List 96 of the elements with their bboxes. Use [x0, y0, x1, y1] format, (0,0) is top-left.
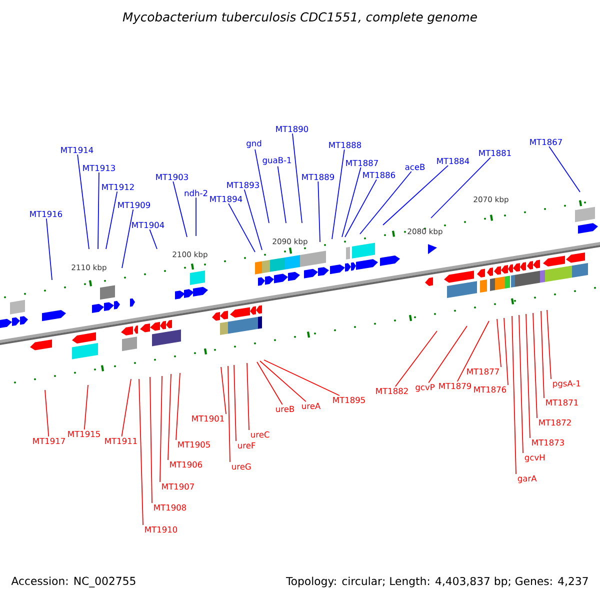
gene-label: garA	[518, 475, 537, 484]
leader-line	[150, 376, 152, 504]
gene-label: MT1867	[530, 138, 562, 146]
gene-label: MT1916	[30, 210, 62, 218]
leader-line	[220, 366, 226, 414]
leader-line	[540, 310, 544, 398]
gene-label: MT1907	[162, 483, 194, 490]
gene-label: MT1909	[118, 202, 150, 208]
leader-line	[428, 326, 468, 384]
gene-label: MT1894	[210, 196, 242, 202]
gene-label: MT1893	[227, 182, 259, 188]
gene-label: MT1877	[467, 368, 499, 375]
leader-line	[264, 360, 340, 396]
gene-label: MT1917	[33, 438, 65, 444]
leader-line	[292, 133, 302, 224]
gene-label: MT1904	[132, 222, 164, 228]
leader-line	[532, 312, 538, 418]
gene-label: MT1912	[102, 184, 134, 190]
leader-line	[430, 157, 491, 218]
leader-line	[176, 372, 180, 440]
gene-label: MT1873	[532, 439, 564, 446]
title: Mycobacterium tuberculosis CDC1551, complete genome	[122, 12, 477, 24]
leader-line	[228, 203, 256, 252]
gene-label: MT1901	[192, 415, 224, 422]
gene-label: ureB	[276, 406, 294, 412]
gene-label: ureG	[232, 463, 251, 470]
gene-label: MT1871	[546, 399, 578, 406]
leader-line	[149, 229, 158, 250]
leader-line	[246, 362, 250, 430]
leader-line	[456, 320, 490, 382]
gene-label: MT1915	[68, 430, 100, 438]
gene-label: MT1913	[83, 164, 115, 172]
gene-label: MT1903	[156, 174, 188, 180]
leader-line	[548, 146, 580, 192]
leader-line	[77, 154, 90, 250]
leader-line	[496, 318, 502, 368]
leader-line	[84, 384, 88, 430]
gene-label: MT1890	[276, 126, 308, 132]
leader-line	[160, 376, 162, 482]
leader-line	[526, 314, 530, 438]
gene-label: guaB-1	[262, 157, 291, 165]
gene-label: MT1908	[154, 504, 186, 511]
leader-line	[172, 181, 188, 238]
leader-line	[512, 316, 516, 474]
leader-line	[168, 374, 172, 460]
gene-label: pgsA-1	[553, 380, 580, 388]
leader-line	[138, 378, 144, 526]
gene-label: gcvP	[416, 384, 435, 392]
gene-label: MT1911	[105, 438, 137, 444]
leader-line	[344, 179, 377, 238]
leader-line	[504, 318, 508, 386]
gene-label: gnd	[246, 140, 262, 148]
leader-line	[342, 167, 362, 238]
gene-label: ureA	[302, 402, 321, 410]
gene-label: MT1879	[439, 382, 472, 390]
gene-label: ndh-2	[184, 190, 208, 196]
footer-text: Accession: NC_002755	[11, 576, 136, 588]
gene-label: gcvH	[524, 454, 544, 462]
leader-line	[546, 310, 552, 380]
leader-line	[44, 390, 50, 437]
gene-label: MT1895	[333, 396, 365, 404]
gene-label: MT1888	[329, 142, 362, 148]
gene-label: MT1872	[539, 419, 571, 426]
leader-line	[106, 191, 118, 250]
gene-label: MT1889	[302, 174, 334, 180]
leader-line	[318, 181, 320, 242]
leader-line	[254, 148, 270, 224]
leader-line	[256, 362, 283, 405]
gene-label: MT1884	[437, 158, 470, 164]
leader-line	[122, 209, 134, 268]
gene-label: MT1886	[363, 172, 396, 178]
leader-line	[332, 149, 345, 240]
gene-label: MT1910	[145, 526, 178, 533]
gene-label: ureF	[238, 442, 256, 449]
gene-label: MT1905	[178, 441, 210, 448]
leader-line	[260, 360, 306, 402]
leader-line	[394, 330, 438, 387]
leader-line	[360, 171, 412, 234]
leader-line	[382, 165, 448, 226]
leader-line	[121, 378, 132, 437]
gene-label: MT1887	[346, 160, 378, 166]
gene-label: MT1914	[61, 146, 94, 154]
leader-line	[277, 166, 286, 224]
gene-label: MT1881	[479, 150, 511, 156]
leader-line	[228, 366, 230, 462]
footer-text: Topology: circular; Length: 4,403,837 bp; Genes: 4,237	[286, 576, 588, 588]
leader-line	[46, 218, 52, 280]
gene-label: MT1876	[474, 386, 506, 393]
gene-label: MT1906	[170, 461, 202, 468]
leader-line	[98, 172, 100, 250]
leader-line	[234, 364, 236, 442]
gene-label: ureC	[251, 431, 270, 438]
gene-label: MT1882	[376, 388, 408, 394]
leader-line	[244, 189, 262, 250]
leader-line	[518, 314, 524, 454]
gene-label: aceB	[405, 164, 425, 170]
